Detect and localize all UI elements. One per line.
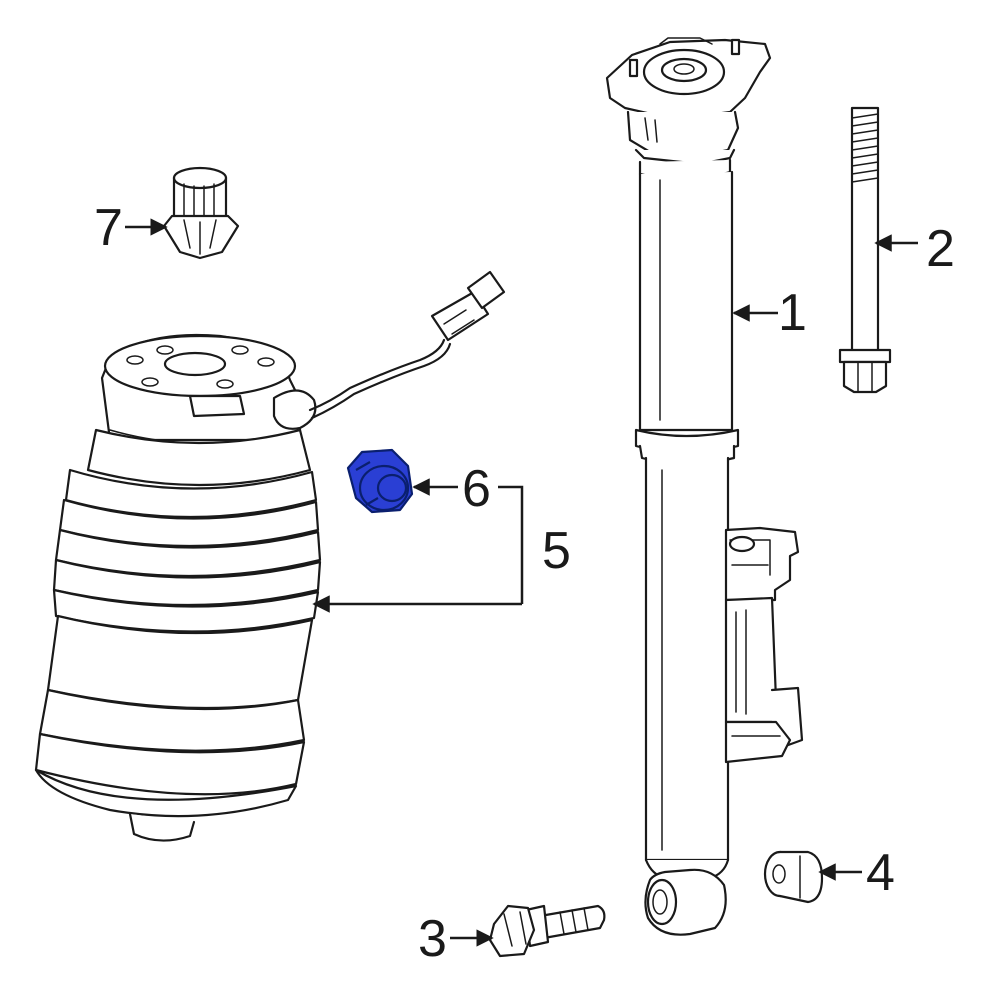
nut-cap[interactable] — [162, 166, 240, 260]
callout-7: 7 — [94, 199, 123, 257]
callout-5: 5 — [542, 522, 571, 580]
callout-4: 4 — [866, 844, 895, 902]
flange-nut[interactable] — [763, 850, 824, 904]
callout-1: 1 — [778, 284, 807, 342]
callout-3: 3 — [418, 910, 447, 968]
highlighted-nut[interactable] — [346, 448, 414, 514]
long-bolt[interactable] — [838, 106, 892, 394]
callout-6: 6 — [462, 460, 491, 518]
air-spring[interactable] — [34, 270, 506, 842]
short-bolt[interactable] — [488, 904, 606, 958]
shock-absorber[interactable] — [605, 37, 804, 936]
callout-2: 2 — [926, 220, 955, 278]
bracket-5 — [498, 485, 524, 604]
